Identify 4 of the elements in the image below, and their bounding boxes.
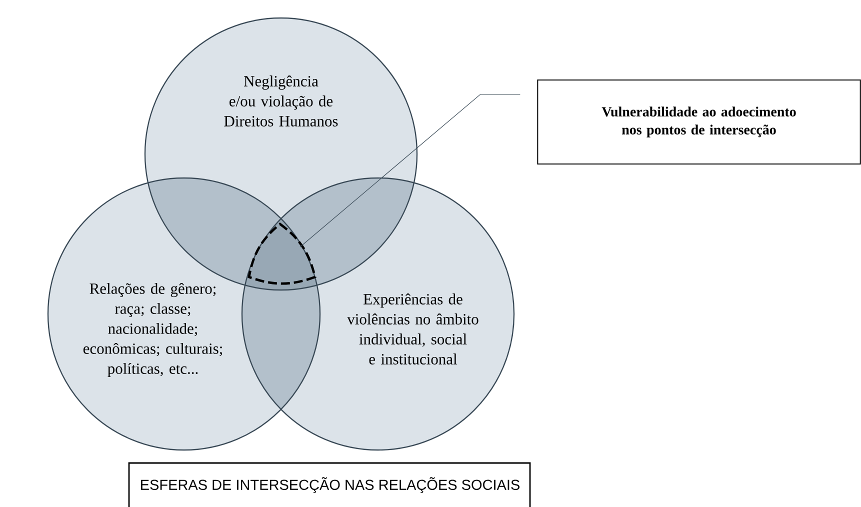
dashed-outline xyxy=(248,222,316,285)
callout-box: Vulnerabilidade ao adoecimento nos pontos de intersecção xyxy=(537,80,861,164)
title-box: ESFERAS DE INTERSECÇÃO NAS RELAÇÕES SOCIAIS xyxy=(128,462,531,507)
leader-line xyxy=(300,94,520,248)
